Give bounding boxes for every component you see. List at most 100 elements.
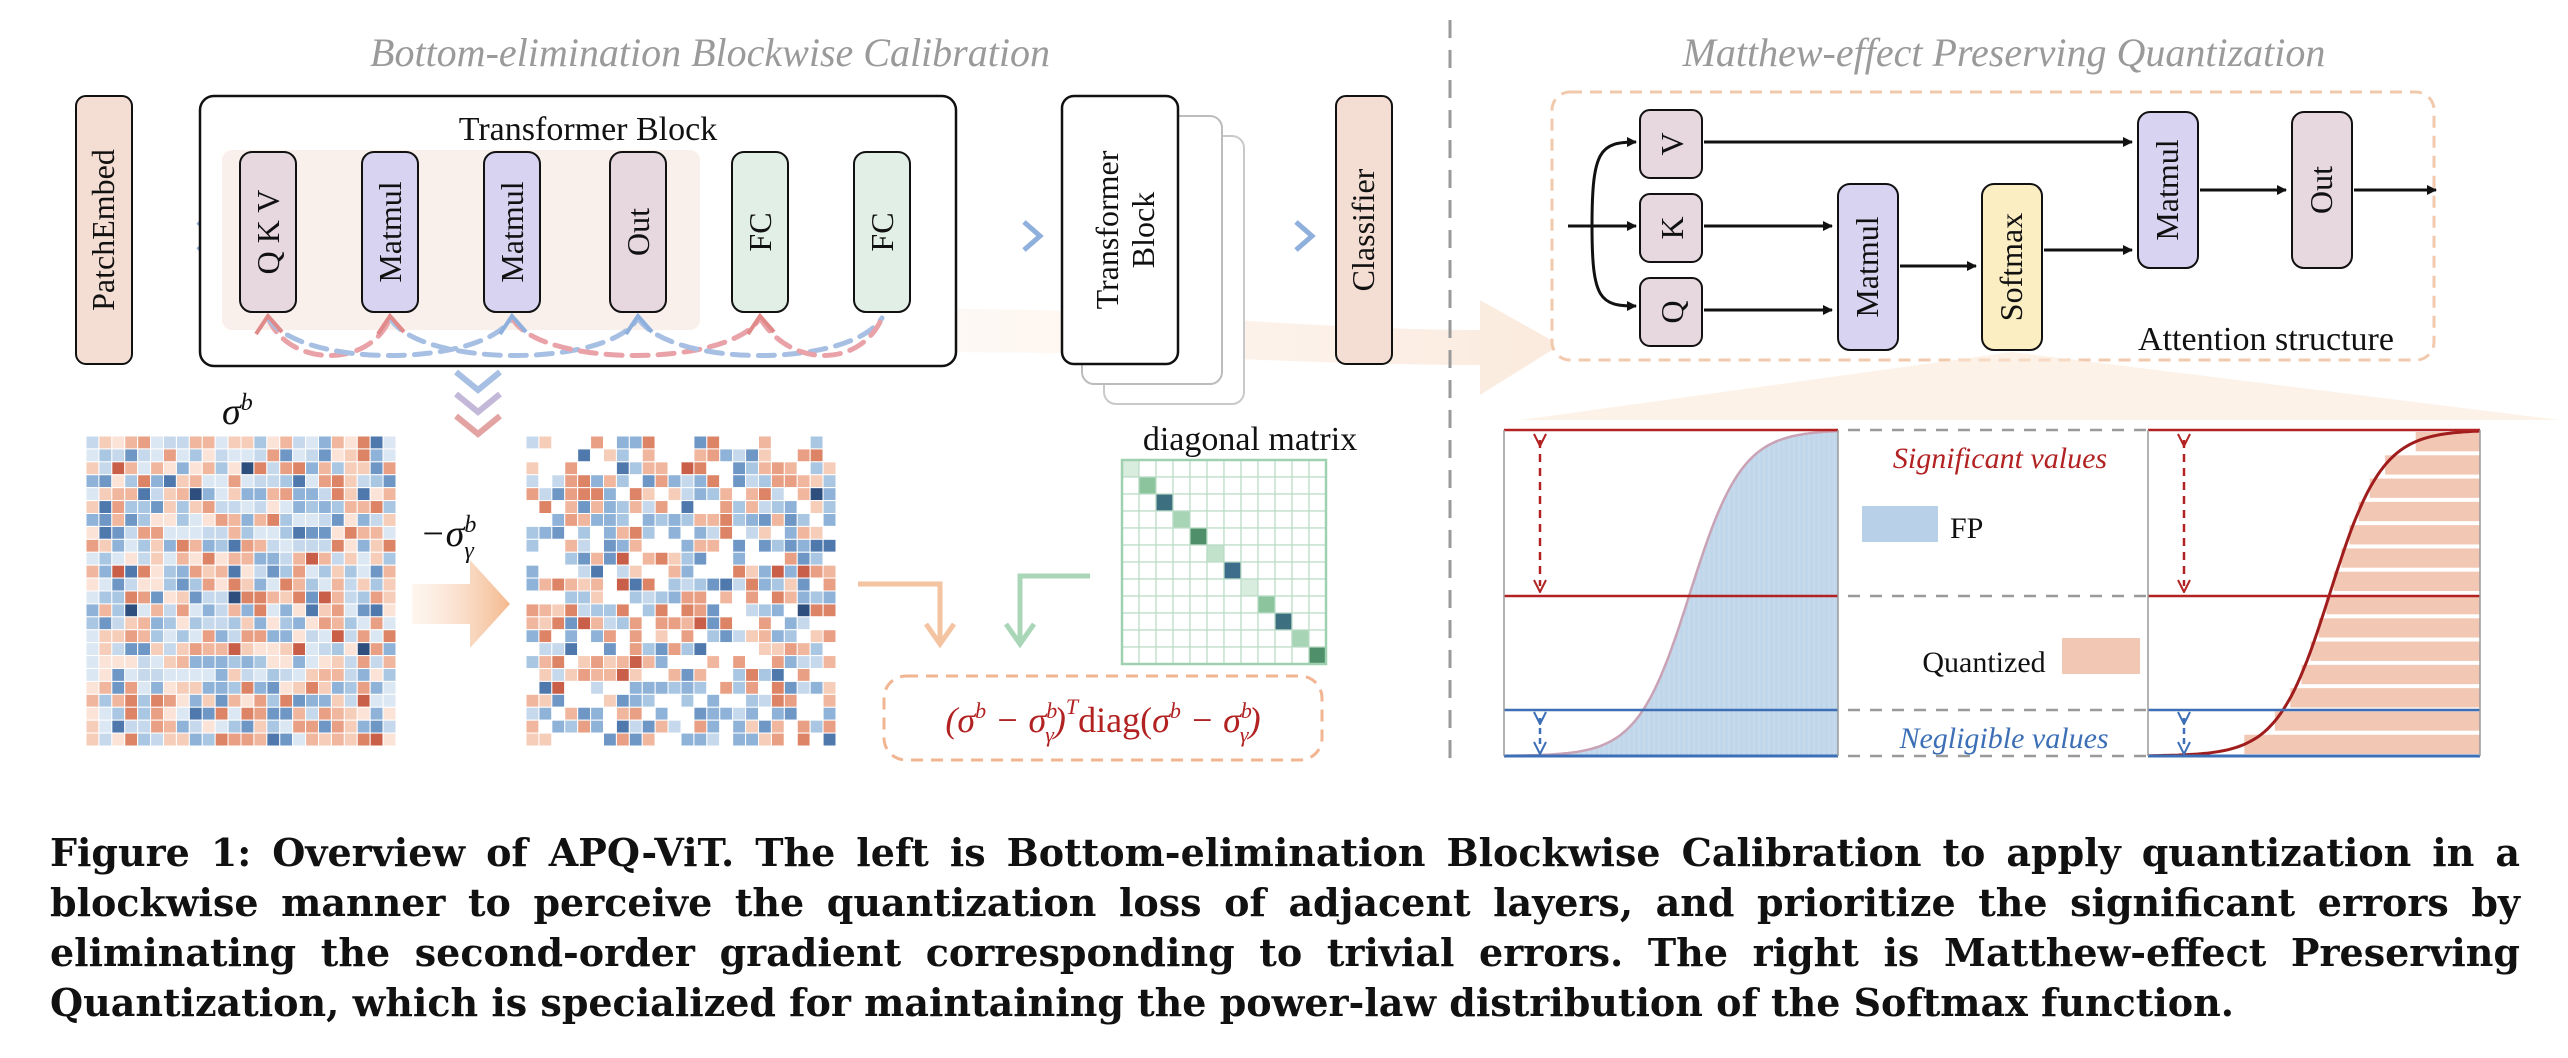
- heatmap-cell: [201, 500, 216, 515]
- heatmap-cell: [628, 538, 643, 553]
- diagonal-cell: [1189, 476, 1208, 495]
- heatmap-cell: [796, 525, 811, 540]
- heatmap-cell: [98, 629, 113, 644]
- peach-elbow-arrow: [858, 581, 943, 640]
- heatmap-cell: [318, 719, 332, 734]
- heatmap-cell: [163, 474, 177, 489]
- heatmap-cell: [382, 538, 397, 553]
- heatmap-cell: [577, 500, 592, 515]
- heatmap-cell: [214, 680, 229, 695]
- heatmap-cell: [590, 474, 604, 489]
- heatmap-cell: [732, 500, 747, 515]
- heatmap-cell: [137, 680, 152, 695]
- heatmap-cell: [305, 590, 320, 605]
- heatmap-cell: [124, 474, 139, 489]
- heatmap-cell: [590, 629, 604, 644]
- heatmap-cell: [188, 706, 203, 721]
- heatmap-cell: [369, 642, 384, 657]
- heatmap-cell: [266, 693, 281, 708]
- heatmap-cell: [382, 680, 397, 695]
- heatmap-cell: [667, 448, 682, 463]
- heatmap-cell: [693, 693, 708, 708]
- heatmap-cell: [525, 680, 540, 695]
- heatmap-cell: [137, 564, 152, 579]
- heatmap-cell: [590, 551, 604, 566]
- diagonal-cell: [1240, 561, 1259, 580]
- svg-text:Block: Block: [1125, 192, 1161, 268]
- heatmap-cell: [577, 487, 592, 502]
- heatmap-cell: [551, 487, 566, 502]
- heatmap-cell: [330, 435, 345, 450]
- heatmap-cell: [732, 655, 747, 669]
- heatmap-cell: [266, 474, 281, 489]
- heatmap-cell: [188, 629, 203, 644]
- heatmap-cell: [745, 668, 759, 682]
- heatmap-cell: [150, 538, 164, 553]
- heatmap-cell: [641, 577, 656, 592]
- heatmap-cell: [654, 577, 669, 592]
- diagonal-cell: [1291, 476, 1310, 495]
- diagonal-cell: [1189, 493, 1208, 512]
- heatmap-cell: [163, 629, 177, 644]
- heatmap-cell: [796, 719, 811, 734]
- heatmap-cell: [188, 732, 203, 747]
- heatmap-cell: [719, 590, 734, 605]
- heatmap-cell: [369, 448, 384, 463]
- heatmap-cell: [85, 448, 100, 463]
- heatmap-cell: [214, 551, 229, 566]
- heatmap-cell: [615, 655, 630, 669]
- svg-text:Matmul: Matmul: [372, 181, 408, 282]
- heatmap-cell: [615, 538, 630, 553]
- heatmap-cell: [680, 551, 695, 566]
- node-out: Out: [2291, 111, 2353, 269]
- heatmap-cell: [227, 538, 242, 553]
- heatmap-cell: [809, 513, 824, 527]
- heatmap-cell: [693, 719, 708, 734]
- heatmap-cell: [590, 668, 604, 682]
- heatmap-cell: [538, 474, 553, 489]
- heatmap-cell: [356, 680, 371, 695]
- heatmap-cell: [822, 642, 837, 657]
- heatmap-cell: [654, 655, 669, 669]
- heatmap-cell: [356, 513, 371, 527]
- heatmap-cell: [343, 538, 358, 553]
- heatmap-cell: [680, 525, 695, 540]
- heatmap-cell: [292, 461, 307, 476]
- heatmap-cell: [318, 680, 332, 695]
- node-q: Q: [1639, 277, 1703, 347]
- heatmap-cell: [343, 616, 358, 631]
- heatmap-cell: [770, 577, 785, 592]
- heatmap-cell: [577, 706, 592, 721]
- heatmap-cell: [98, 732, 113, 747]
- heatmap-cell: [150, 525, 164, 540]
- heatmap-cell: [318, 551, 332, 566]
- heatmap-cell: [693, 487, 708, 502]
- heatmap-cell: [253, 564, 268, 579]
- heatmap-cell: [693, 642, 708, 657]
- heatmap-cell: [318, 706, 332, 721]
- heatmap-cell: [163, 461, 177, 476]
- heatmap-cell: [98, 461, 113, 476]
- heatmap-cell: [783, 474, 798, 489]
- heatmap-cell: [111, 538, 126, 553]
- heatmap-cell: [188, 551, 203, 566]
- heatmap-cell: [551, 448, 566, 463]
- heatmap-cell: [150, 500, 164, 515]
- heatmap-cell: [745, 538, 759, 553]
- heatmap-cell: [201, 680, 216, 695]
- heatmap-cell: [719, 693, 734, 708]
- sigma-b-label: σb: [222, 390, 253, 433]
- patch-embed-box: [75, 95, 133, 365]
- heatmap-cell: [732, 461, 747, 476]
- heatmap-cell: [85, 719, 100, 734]
- heatmap-cell: [654, 629, 669, 644]
- heatmap-cell: [796, 732, 811, 747]
- heatmap-cell: [564, 668, 579, 682]
- heatmap-cell: [279, 629, 294, 644]
- heatmap-cell: [525, 513, 540, 527]
- heatmap-cell: [163, 487, 177, 502]
- heatmap-cell: [809, 719, 824, 734]
- heatmap-cell: [214, 719, 229, 734]
- heatmap-cell: [603, 577, 617, 592]
- heatmap-cell: [654, 474, 669, 489]
